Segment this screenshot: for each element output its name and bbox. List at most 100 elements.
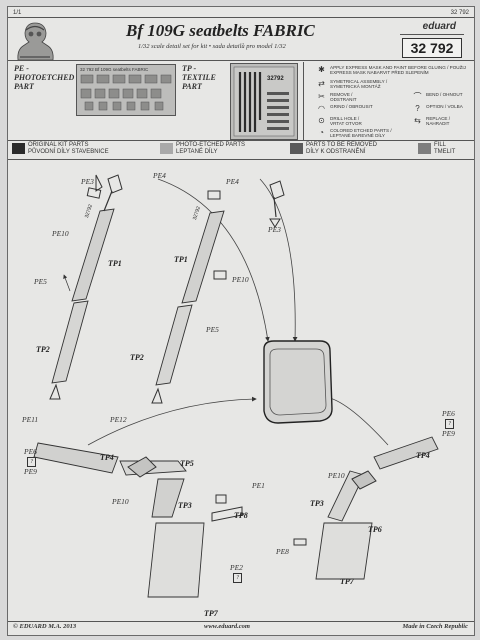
brand-logo: eduard <box>422 21 456 32</box>
symmetry-icon: ⇄ <box>318 79 325 88</box>
footer-rule <box>8 621 474 622</box>
tp-fret-text: 32792 <box>267 76 284 82</box>
label-tp5: TP5 <box>180 459 194 468</box>
key-top-rule <box>8 140 474 141</box>
header-bottom-rule <box>8 60 474 61</box>
leader-left-to-seat <box>157 178 270 342</box>
label-tp4-right: TP4 <box>416 451 430 460</box>
label-tp2-right: TP2 <box>130 353 144 362</box>
label-pe6-left: PE6 <box>24 447 37 456</box>
tp-section-label: TP - TEXTILE PART <box>182 64 216 91</box>
label-pe5-left: PE5 <box>34 277 47 286</box>
label-pe1: PE1 <box>252 481 265 490</box>
legend-item-colored: ◔ COLORED ETCHED PARTS / LEPTANÉ BAREVNÉ… <box>316 128 416 138</box>
label-tp7-right: TP7 <box>340 577 354 586</box>
grind-icon: ◠ <box>318 104 325 113</box>
seat-cushion <box>263 340 333 424</box>
legend-item-replace: ⇆ REPLACE / NAHRADIT <box>412 116 472 126</box>
label-pe10-lap: PE10 <box>112 497 129 506</box>
belt-tp1-left <box>49 174 115 400</box>
label-tp1-left: TP1 <box>108 259 122 268</box>
header-rule <box>8 17 474 18</box>
footer-website[interactable]: www.eduard.com <box>204 623 250 630</box>
label-pe10-left: PE10 <box>52 229 69 238</box>
label-pe3-left: PE3 <box>81 177 94 186</box>
legend-item-grind: ◠ GRIND / OBROUSIT <box>318 104 373 113</box>
option-box-pe2: ? <box>233 573 242 583</box>
leader-lap-right-to-seat <box>325 395 389 446</box>
label-tp1-right: TP1 <box>174 255 188 264</box>
pe3-buckle-right <box>269 180 285 228</box>
label-pe6-right: PE6 <box>442 409 455 418</box>
legend-item-drill: ⊙ DRILL HOLE / VRTAT OTVOR <box>316 116 396 126</box>
label-pe11: PE11 <box>22 415 39 424</box>
leader-lap-left-to-seat <box>87 396 257 446</box>
pe-fret-photo: 32 792 Bf 109G seatbelts FABRIC <box>76 64 176 116</box>
legend-item-express-mask: ✱ APPLY EXPRESS MASK AND PAINT BEFORE GL… <box>316 65 474 77</box>
legend-item-bend: ⌒ BEND / OHNOUT <box>413 92 463 101</box>
label-pe5-right: PE5 <box>206 325 219 334</box>
colored-icon: ◔ <box>319 128 324 137</box>
replace-icon: ⇆ <box>414 116 421 125</box>
legend-item-option: ? OPTION / VOLBA <box>412 104 472 114</box>
label-pe10-right-lap: PE10 <box>328 471 345 480</box>
label-pe4-left: PE4 <box>153 171 166 180</box>
label-tp3-right: TP3 <box>310 499 324 508</box>
label-pe8: PE8 <box>276 547 289 556</box>
catalog-number: 32 792 <box>402 38 462 58</box>
bend-icon: ⌒ <box>413 92 422 101</box>
label-pe4-right: PE4 <box>226 177 239 186</box>
pe-fret-text: 32 792 Bf 109G seatbelts FABRIC <box>80 67 149 72</box>
belt-tp1-right <box>151 190 227 404</box>
legend: ✱ APPLY EXPRESS MASK AND PAINT BEFORE GL… <box>306 63 474 139</box>
leader-right-to-seat <box>259 178 298 342</box>
assembly-diagram <box>33 174 439 598</box>
code-top: 32 792 <box>450 10 469 16</box>
instruction-sheet: 1/1 32 792 Bf 109G seatbelts FABRIC 1/32… <box>7 6 475 636</box>
legend-divider <box>303 62 304 140</box>
drill-icon: ⊙ <box>318 116 325 125</box>
label-tp7-left: TP7 <box>204 609 218 618</box>
key-bottom-rule <box>8 159 474 160</box>
footer-copyright: © EDUARD M.A. 2013 <box>13 623 77 630</box>
label-pe12: PE12 <box>110 415 127 424</box>
label-pe3-right: PE3 <box>268 225 281 234</box>
remove-icon: ✂ <box>318 92 325 101</box>
option-box-right: ? <box>445 419 454 429</box>
star-icon: ✱ <box>318 65 325 74</box>
pe-section-label: PE - PHOTOETCHED PART <box>14 64 75 91</box>
pe3-buckle-left <box>103 174 123 212</box>
label-pe10-right: PE10 <box>232 275 249 284</box>
sheet-number: 1/1 <box>13 10 22 16</box>
label-pe9-right: PE9 <box>442 429 455 438</box>
key-swatch-remove <box>290 143 303 154</box>
tp-fret-parts <box>233 66 295 137</box>
label-tp3-left: TP3 <box>178 501 192 510</box>
brand-rule <box>400 34 464 35</box>
label-pe2: PE2 <box>230 563 243 572</box>
lap-belt-right <box>293 436 439 580</box>
label-tp4-left: TP4 <box>100 453 114 462</box>
option-box-left: ? <box>27 457 36 467</box>
page-subtitle: 1/32 scale detail set for kit • sada det… <box>138 43 286 50</box>
page-title: Bf 109G seatbelts FABRIC <box>126 21 315 40</box>
label-tp6: TP6 <box>368 525 382 534</box>
key-swatch-photo-etched <box>160 143 173 154</box>
pe-fret-parts <box>80 74 172 111</box>
lap-belt-left <box>33 442 243 598</box>
tp-fret-photo: 32792 <box>230 63 298 140</box>
footer-origin: Made in Czech Republic <box>402 623 468 630</box>
key-swatch-original <box>12 143 25 154</box>
legend-item-remove: ✂ REMOVE / ODSTRANIT <box>316 92 396 102</box>
key-swatch-fill <box>418 143 431 154</box>
option-icon: ? <box>415 104 420 113</box>
legend-item-symmetry: ⇄ SYMETRICAL ASSEMBLY / SYMETRICKÁ MONTÁ… <box>316 79 416 89</box>
label-tp8: TP8 <box>234 511 248 520</box>
label-tp2-left: TP2 <box>36 345 50 354</box>
label-pe9-left: PE9 <box>24 467 37 476</box>
